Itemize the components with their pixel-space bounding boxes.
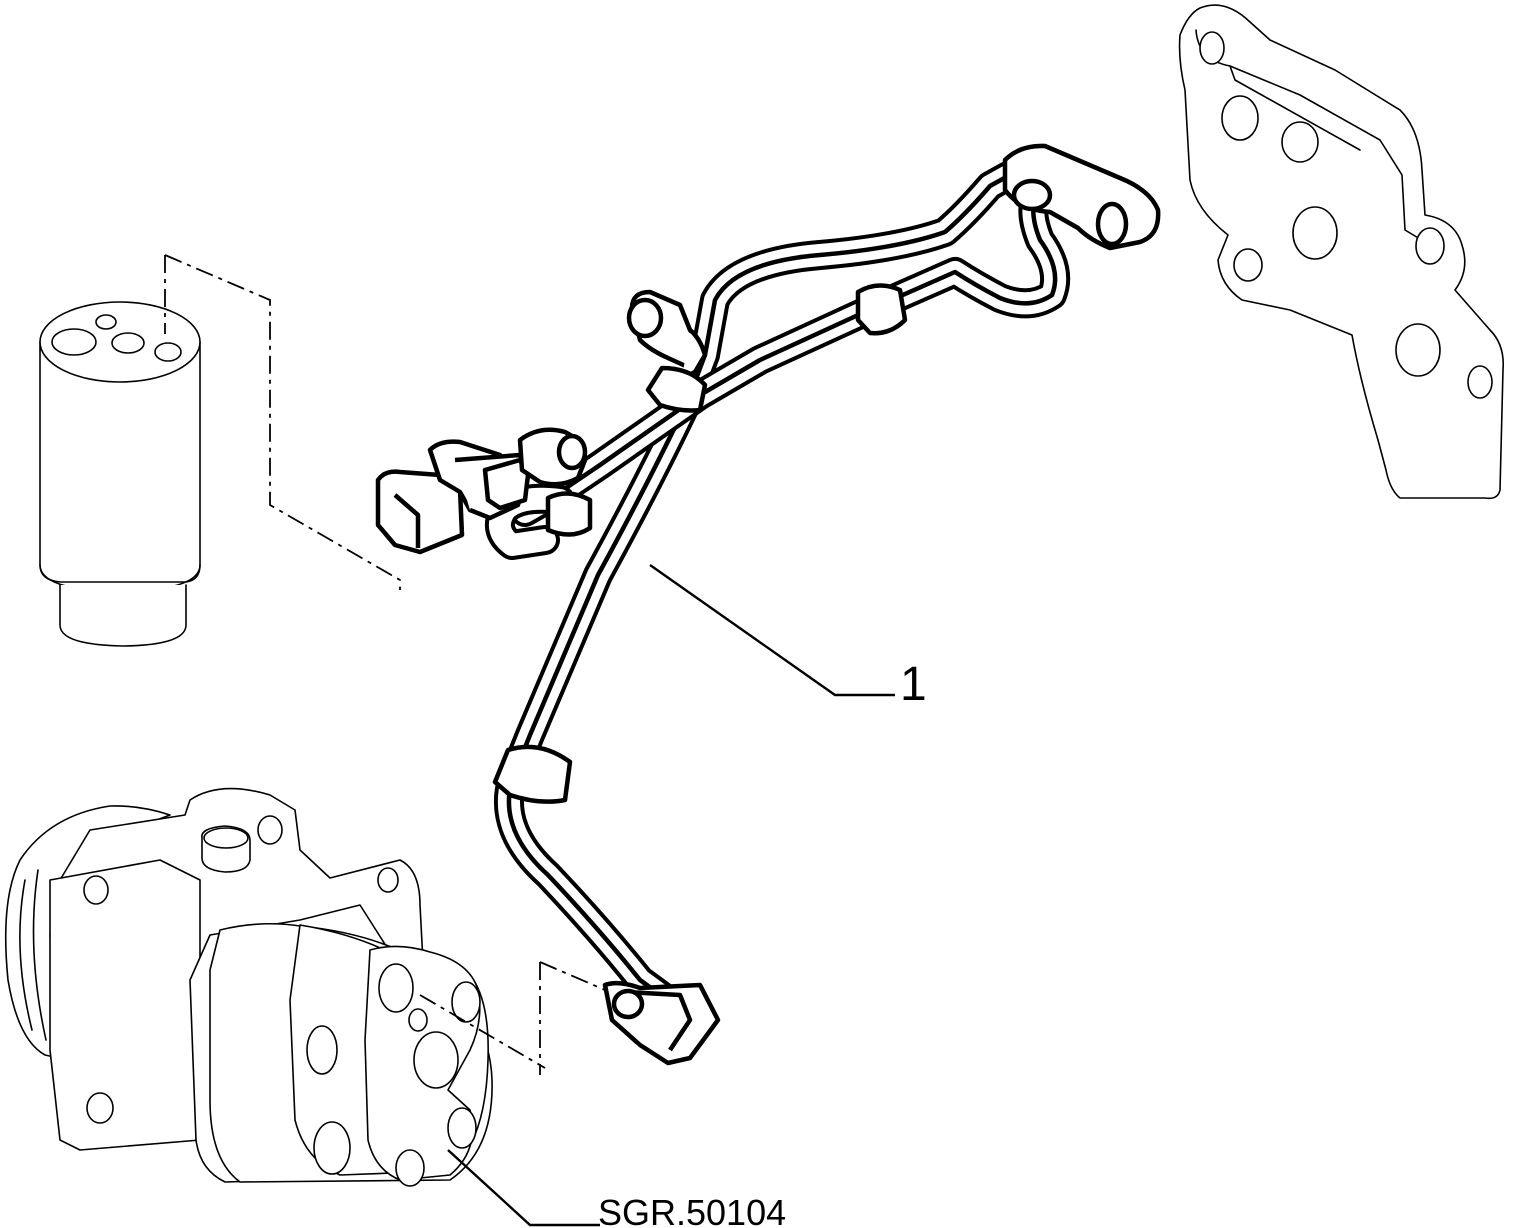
callout-1: 1 <box>649 564 927 711</box>
ac-pipe-assembly <box>375 143 1161 1066</box>
reference-code-label: SGR.50104 <box>598 1192 786 1228</box>
reference-leader <box>447 1149 600 1227</box>
callout-1-label: 1 <box>900 658 927 711</box>
callout-1-leader <box>649 564 895 697</box>
assembly-guide-lines <box>164 254 606 1075</box>
receiver-drier-canister <box>39 301 201 647</box>
ac-compressor <box>4 787 493 1187</box>
evaporator-flange-plate <box>1178 4 1505 500</box>
callout-reference: SGR.50104 <box>447 1149 786 1228</box>
